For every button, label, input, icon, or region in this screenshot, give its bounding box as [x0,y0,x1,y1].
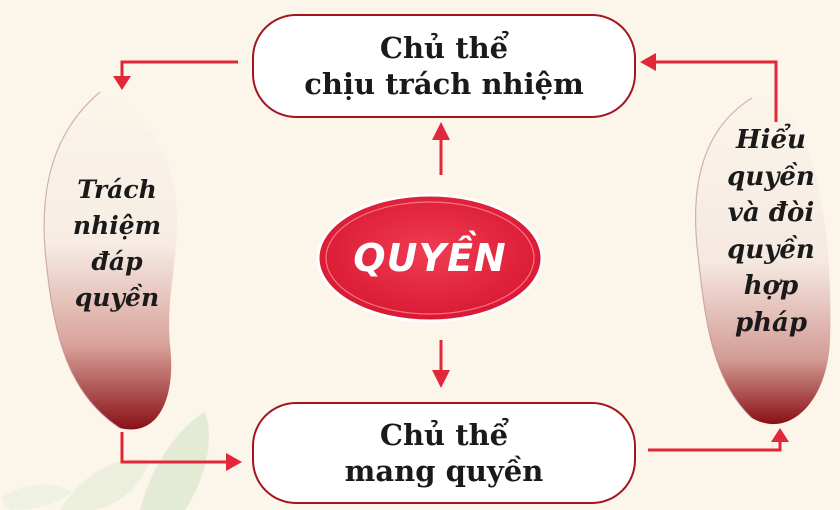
right-item-line: hợp [708,268,834,305]
left-item-text: Trách nhiệm đáp quyền [52,172,182,316]
arrow-left-to-bottom [122,432,228,462]
right-item-line: pháp [708,305,834,342]
arrowhead-up-right [771,428,789,442]
right-item-text: Hiểu quyền và đòi quyền hợp pháp [708,122,834,341]
rights-holder-line1: Chủ thể [380,417,508,453]
responsible-party-box: Chủ thể chịu trách nhiệm [252,14,636,118]
left-item-line: Trách [52,172,182,208]
arrowhead-left-top [640,53,656,71]
arrow-top-to-left [122,62,238,80]
responsible-party-line1: Chủ thể [380,30,508,66]
responsible-party-line2: chịu trách nhiệm [304,66,584,102]
right-item-line: quyền [708,232,834,269]
right-item-line: quyền [708,159,834,196]
left-item-line: quyền [52,280,182,316]
rights-holder-box: Chủ thể mang quyền [252,402,636,504]
right-item-line: Hiểu [708,122,834,159]
left-item-line: nhiệm [52,208,182,244]
arrowhead-up-center [432,122,450,140]
center-label: QUYỀN [330,218,530,298]
left-item-line: đáp [52,244,182,280]
arrowhead-down-left [113,76,131,90]
arrow-bottom-to-right [648,440,780,450]
right-item-line: và đòi [708,195,834,232]
rights-holder-line2: mang quyền [345,453,544,489]
arrow-right-to-top [654,62,776,122]
arrowhead-down-center [432,370,450,388]
arrowhead-right-bottom [226,453,242,471]
